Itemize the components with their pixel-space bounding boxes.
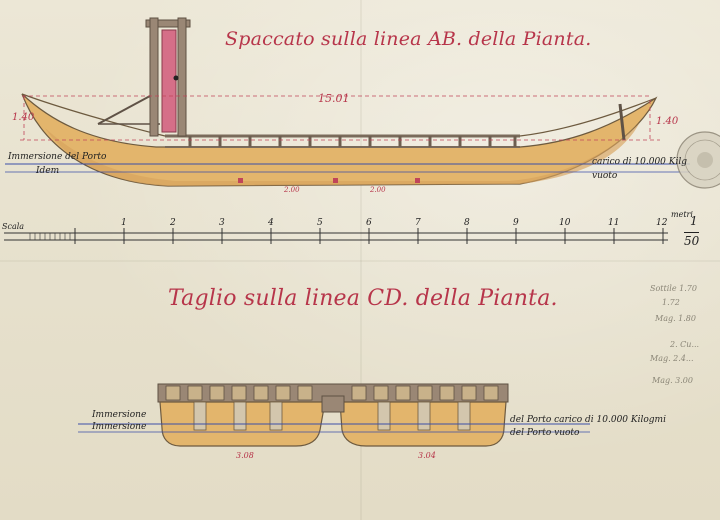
section-left-label-top: Immersione [92,410,147,420]
scale-bar [4,228,668,244]
section-right-label-top: del Porto carico di 10.000 Kilogmi [510,415,666,425]
length-dimension-label: 15.01 [318,92,350,105]
right-waterline-label-top: carico di 10.000 Kilg [592,157,688,167]
section-left-width: 3.08 [236,451,254,460]
scale-tick-12: 12 [656,218,668,228]
margin-note-3: Mag. 1.80 [655,314,696,323]
fold-crease-horizontal [0,260,720,262]
title-longitudinal-section: Spaccato sulla linea AB. della Pianta. [225,28,592,50]
mast-post-right [177,17,187,137]
scale-tick-7: 7 [415,218,421,228]
margin-note-2: 1.72 [662,298,680,307]
fold-crease-vertical [360,0,362,520]
scale-tick-8: 8 [464,218,470,228]
scale-tick-11: 11 [608,218,620,228]
scale-tick-2: 2 [170,218,176,228]
scale-tick-6: 6 [366,218,372,228]
scale-ratio-top: 1 [690,214,698,228]
section-right-label-bottom: del Porto vuoto [510,428,580,438]
margin-note-5: Mag. 2.4... [650,354,694,363]
scale-tick-1: 1 [121,218,127,228]
section-left-label-bottom: Immersione [92,422,147,432]
scale-tick-3: 3 [219,218,225,228]
section-right-width: 3.04 [418,451,436,460]
mast-post-left [149,17,159,137]
boat-cross-section [78,383,590,447]
margin-note-1: Sottile 1.70 [650,284,697,293]
title-cross-section: Taglio sulla linea CD. della Pianta. [168,286,558,311]
margin-note-4: 2. Cu... [670,340,700,349]
right-waterline-label-bottom: vuoto [592,171,618,181]
scale-tick-9: 9 [513,218,519,228]
margin-note-6: Mag. 3.00 [652,376,693,385]
scale-tick-4: 4 [268,218,274,228]
frame-label-2: 2.00 [370,186,386,194]
deck-posts [188,136,517,147]
seal-stamp [676,131,720,189]
frame-label-1: 2.00 [284,186,300,194]
mast-top-beam [145,19,191,28]
mast-red-panel [161,29,177,133]
right-height-label: 1.40 [656,116,679,127]
left-waterline-label-top: Immersione del Porto [8,152,107,162]
scale-tick-5: 5 [317,218,323,228]
left-height-label: 1.40 [12,112,35,123]
scale-ratio-bottom: 50 [684,232,700,248]
scale-tick-10: 10 [559,218,571,228]
boat-longitudinal-view [5,17,690,187]
scale-label: Scala [2,222,25,231]
left-waterline-label-bottom: Idem [36,166,60,176]
scale-units-label: metri [671,210,693,219]
